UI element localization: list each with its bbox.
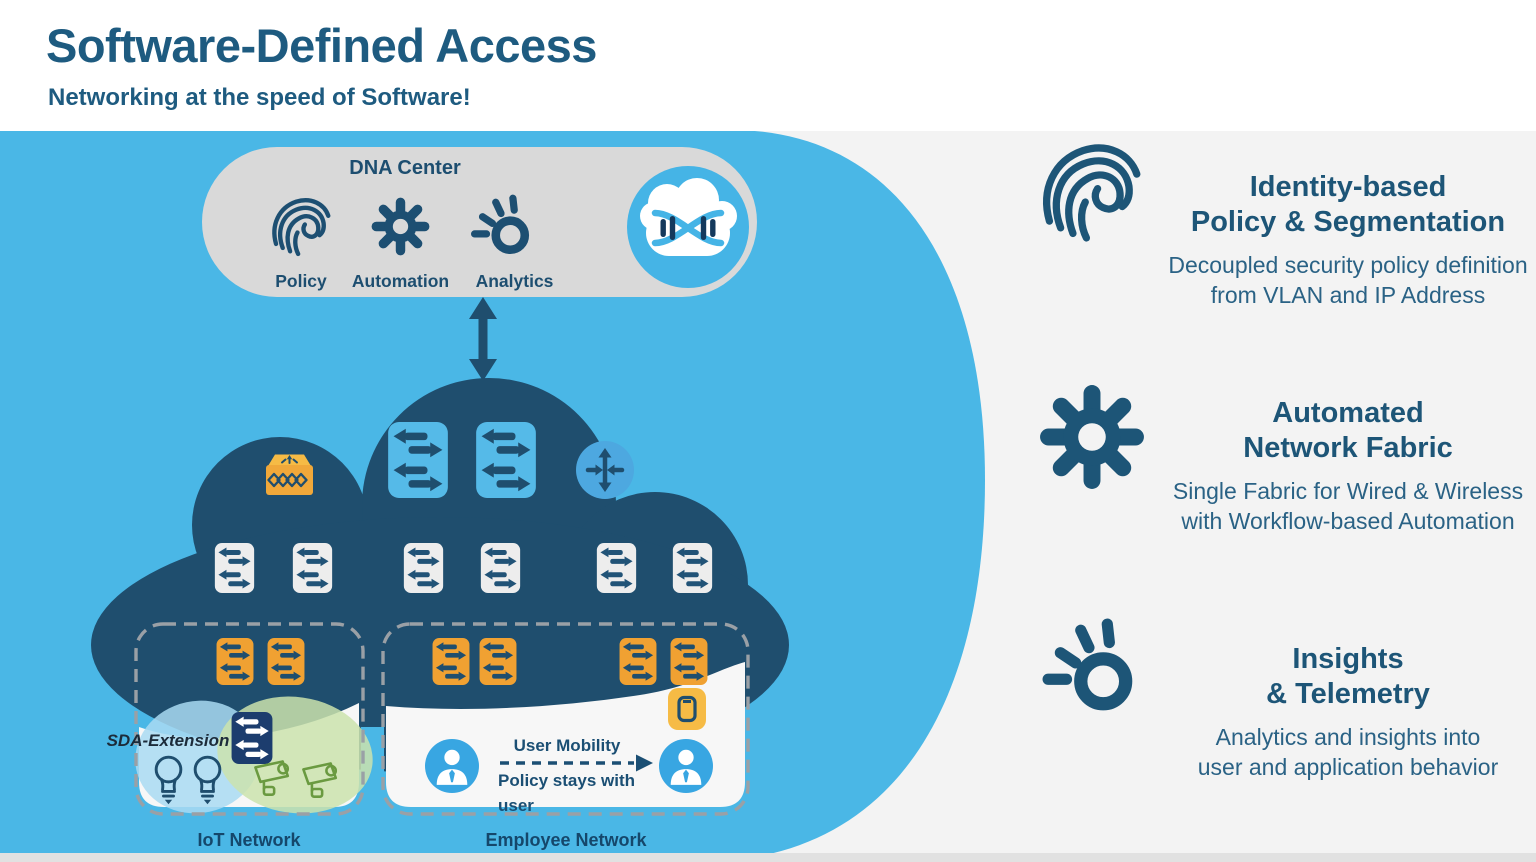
feature-body-line: from VLAN and IP Address [1210,282,1486,309]
employee-network-zone [381,622,750,816]
employee-network-label: Employee Network [485,830,647,850]
user-mobility-label: User Mobility [513,736,621,755]
user-mobility-arrow [500,754,653,772]
switch-icon [672,543,713,593]
feature-insights-telemetry: Insights & Telemetry Analytics and insig… [1022,616,1534,782]
dna-center-title: DNA Center [349,157,461,179]
slide-bottom-edge [0,853,1536,862]
access-switch-icon [670,638,708,685]
switch-icon [596,543,637,593]
access-switch-icon [619,638,657,685]
switch-icon [403,543,444,593]
dna-center-cloud-badge [627,166,749,288]
page-subtitle: Networking at the speed of Software! [48,84,471,111]
core-switch-icon [388,422,448,498]
dna-center-pill [202,147,757,297]
core-switch-icon [476,422,536,498]
iot-network-zone [134,622,365,816]
feature-body-line: Decoupled security policy definition [1168,251,1528,278]
feature-title-line: & Telemetry [1266,678,1430,711]
switch-icon [214,543,255,593]
feature-title-line: Automated [1272,397,1424,429]
access-switch-icon [479,638,517,685]
feature-automated-fabric: Automated Network Fabric Single Fabric f… [1022,384,1534,536]
page-title: Software-Defined Access [46,19,597,72]
dna-strands-icon [651,209,725,247]
access-point-icon [668,688,706,730]
feature-body-line: user and application behavior [1197,754,1499,781]
user-icon [425,739,479,793]
feature-title-line: Policy & Segmentation [1190,206,1506,239]
wireless-controller-icon [266,454,313,495]
user-icon [659,739,713,793]
access-switch-icon [267,638,305,685]
iot-network-label: IoT Network [197,830,301,850]
analytics-label: Analytics [475,271,554,291]
policy-label: Policy [275,271,327,291]
sda-extension-label: SDA-Extension [106,731,230,750]
feature-body-line: with Workflow-based Automation [1181,508,1515,535]
access-switch-icon [432,638,470,685]
policy-stays-label: Policy stays with user [498,771,635,815]
feature-title-line: Identity-based [1249,171,1447,203]
gear-icon [1022,384,1162,536]
feature-body-line: Single Fabric for Wired & Wireless [1172,477,1524,504]
switch-icon [480,543,521,593]
header-band: Software-Defined Access Networking at th… [0,0,1536,131]
sda-extension-switch-icon [231,712,273,764]
switch-icon [292,543,333,593]
insights-icon [1022,616,1162,782]
feature-body-line: Analytics and insights into [1215,723,1481,750]
fingerprint-icon [1022,136,1162,310]
access-switch-icon [216,638,254,685]
automation-label: Automation [351,271,450,291]
feature-identity-policy: Identity-based Policy & Segmentation Dec… [1022,136,1534,310]
gear-icon [376,202,424,250]
sda-diagram [0,130,985,862]
feature-title-line: Insights [1292,643,1404,675]
dna-cloud-link-arrow [469,297,497,381]
feature-title-line: Network Fabric [1243,432,1453,465]
router-icon [576,441,634,499]
